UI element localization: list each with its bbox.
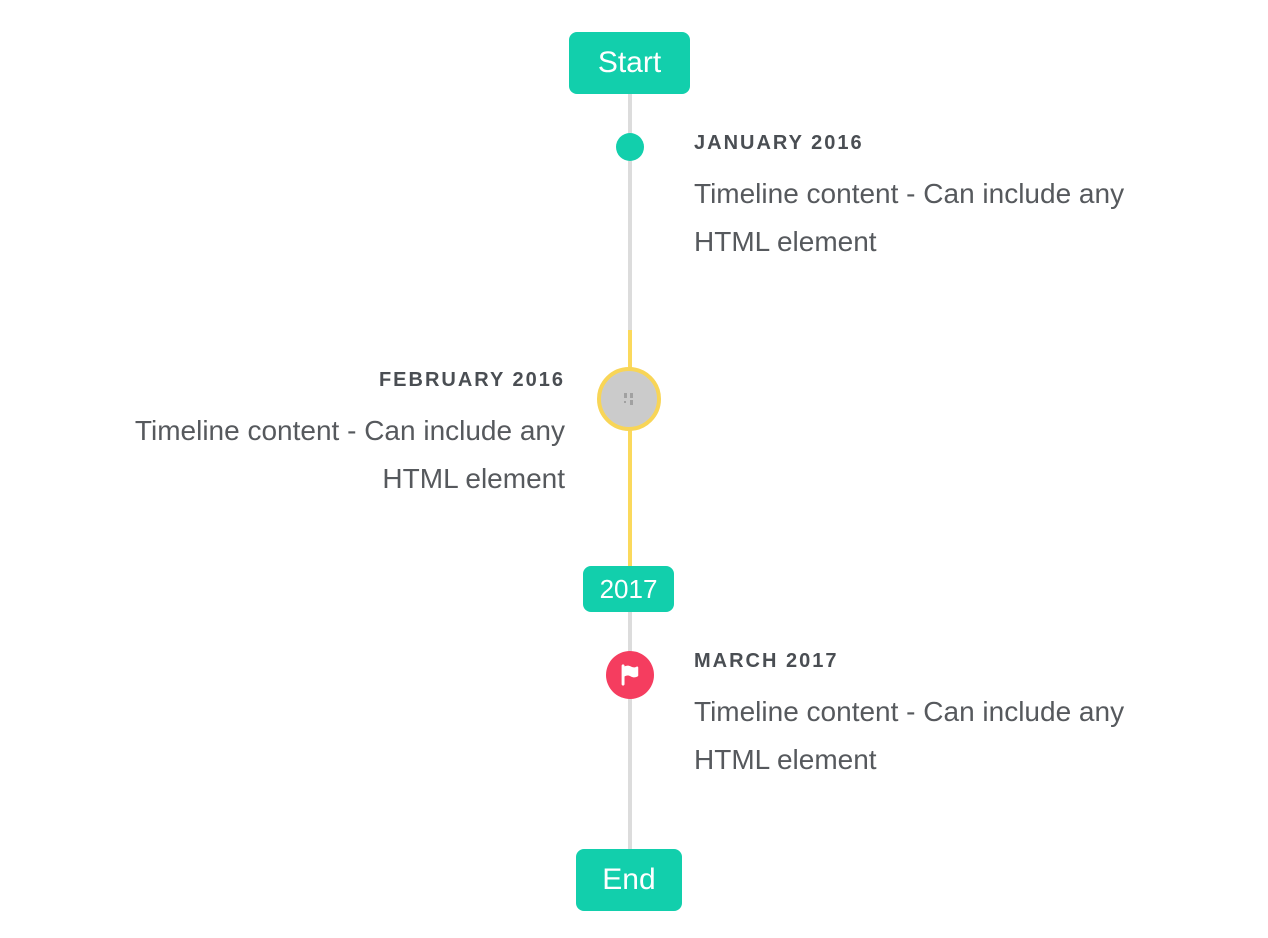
timeline-marker-flag-circle (606, 651, 654, 699)
entry-title: MARCH 2017 (694, 650, 839, 672)
timeline-end-badge: End (576, 849, 682, 911)
entry-title: JANUARY 2016 (694, 132, 864, 154)
entry-content: Timeline content - Can include any HTML … (40, 407, 565, 503)
entry-content-line: Timeline content - Can include any (134, 415, 565, 446)
entry-content-line: HTML element (694, 744, 877, 775)
timeline-marker-image-circle (597, 367, 661, 431)
timeline-entry-february-2016: FEBRUARY 2016 Timeline content - Can inc… (40, 368, 565, 503)
entry-content-line: HTML element (694, 226, 877, 257)
timeline-marker-dot (616, 133, 644, 161)
timeline-year-label: 2017 (599, 573, 658, 604)
timeline-line-highlight (628, 330, 632, 567)
timeline-end-label: End (602, 863, 656, 896)
entry-content-line: HTML element (382, 463, 565, 494)
entry-title: FEBRUARY 2016 (378, 369, 565, 391)
flag-icon (621, 664, 639, 686)
timeline-start-label: Start (597, 46, 662, 79)
entry-content-line: Timeline content - Can include any (694, 696, 1125, 727)
entry-content: Timeline content - Can include any HTML … (694, 170, 1239, 266)
timeline-entry-march-2017: MARCH 2017 Timeline content - Can includ… (694, 649, 1239, 784)
entry-content: Timeline content - Can include any HTML … (694, 688, 1239, 784)
broken-image-icon (624, 393, 633, 405)
timeline-start-badge: Start (569, 32, 690, 94)
entry-content-line: Timeline content - Can include any (694, 178, 1125, 209)
timeline-entry-january-2016: JANUARY 2016 Timeline content - Can incl… (694, 131, 1239, 266)
timeline-year-badge: 2017 (583, 566, 674, 612)
